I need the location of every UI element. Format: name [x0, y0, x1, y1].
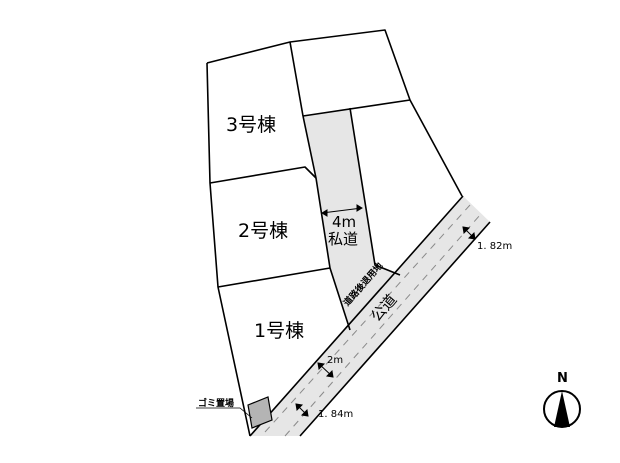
private-road-width-label: 4m: [332, 213, 357, 231]
private-road-area: [303, 108, 400, 330]
site-boundary-top: [206, 29, 463, 197]
garbage-area-label: ゴミ置場: [198, 399, 235, 409]
lot-3-label: 3号棟: [226, 114, 277, 136]
garbage-area-shape: [247, 396, 273, 429]
compass-icon: [543, 390, 581, 428]
lot-1-label: 1号棟: [254, 320, 305, 342]
compass-north-label: N: [557, 371, 568, 386]
setback-lower-dimension: 1. 84m: [318, 409, 354, 420]
private-road-label: 私道: [328, 230, 359, 248]
lot-2-label: 2号棟: [238, 220, 289, 242]
site-boundary-left: [206, 62, 251, 437]
road-width-dimension: 2m: [327, 355, 344, 366]
setback-upper-dimension: 1. 82m: [477, 241, 513, 252]
